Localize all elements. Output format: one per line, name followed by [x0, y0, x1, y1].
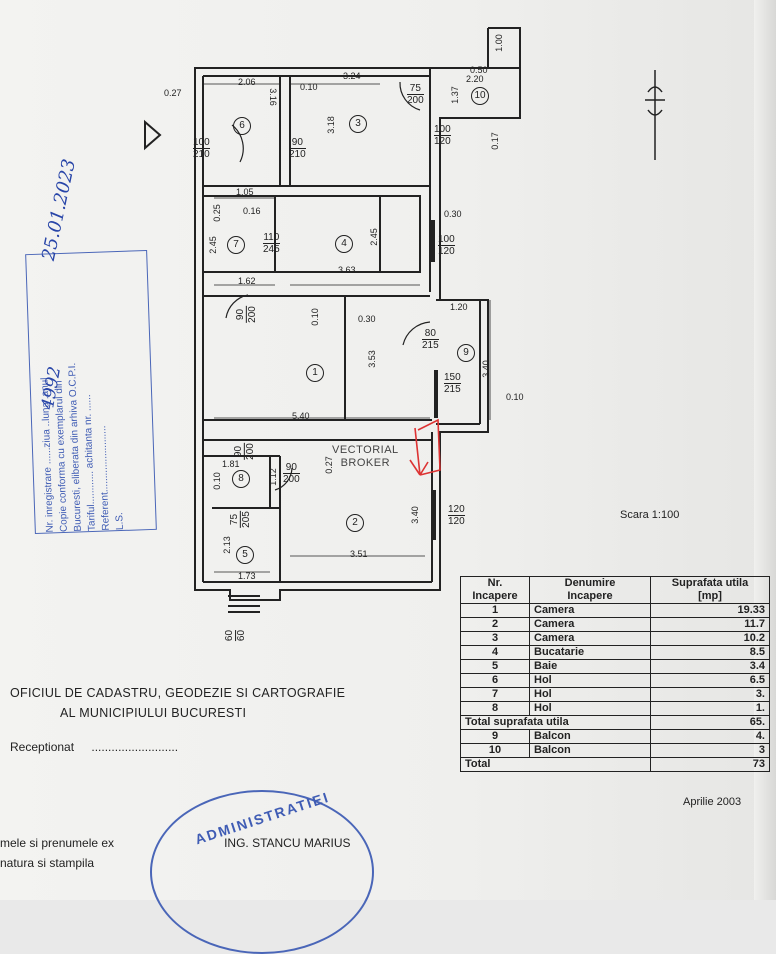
dim-label: 0.25: [211, 204, 222, 222]
room-2-marker: 2: [346, 514, 364, 532]
dim-label: 5.40: [292, 411, 310, 421]
room-6-marker: 6: [233, 117, 251, 135]
dim-label: 3.24: [343, 71, 361, 81]
dim-label: 1.20: [450, 302, 468, 312]
room-area-table: Nr. Incapere Denumire Incapere Suprafata…: [460, 576, 770, 772]
room-7-marker: 7: [227, 236, 245, 254]
dim-label: 1.73: [238, 571, 256, 581]
dim-label: 0.10: [309, 308, 320, 326]
dim-label: 0.30: [444, 209, 462, 219]
dim-label: 2.06: [238, 77, 256, 87]
room-9-marker: 9: [457, 344, 475, 362]
watermark: VECTORIAL BROKER: [332, 444, 399, 469]
dim-label: 0.30: [358, 314, 376, 324]
received-line: Receptionat ..........................: [10, 740, 179, 754]
dim-label: 3.18: [325, 116, 336, 134]
dim-label: 0.50: [470, 65, 488, 75]
room-5-marker: 5: [236, 546, 254, 564]
dim-label: 3.51: [350, 549, 368, 559]
north-arrow-icon: [645, 70, 665, 160]
dim-label: 3.53: [366, 350, 377, 368]
dim-label: 3.40: [480, 360, 491, 378]
dim-label: 0.17: [489, 132, 500, 150]
dim-label: 3.63: [338, 265, 356, 275]
dim-label: 2.45: [368, 228, 379, 246]
dim-label: 3.16: [267, 88, 278, 106]
room-8-marker: 8: [232, 470, 250, 488]
dim-label: 1.05: [236, 187, 254, 197]
dim-label: 1.62: [238, 276, 256, 286]
dim-label: 2.13: [221, 536, 232, 554]
dim-label: 0.10: [211, 472, 222, 490]
dim-label: 1.81: [222, 459, 240, 469]
room-1-marker: 1: [306, 364, 324, 382]
dim-label: 0.10: [506, 392, 524, 402]
outer-wall: [194, 67, 521, 601]
document-date: Aprilie 2003: [683, 796, 742, 808]
room-3-marker: 3: [349, 115, 367, 133]
dim-label: 1.00: [493, 34, 504, 52]
dim-label: 3.40: [409, 506, 420, 524]
round-stamp: ADMINISTRATIEI: [150, 789, 374, 954]
dim-label: 1.12: [267, 468, 278, 486]
dim-label: 1.37: [449, 86, 460, 104]
dim-label: 2.45: [207, 236, 218, 254]
dim-label: 2.20: [466, 74, 484, 84]
table-header: Nr. Incapere Denumire Incapere Suprafata…: [460, 576, 770, 604]
entry-arrow-icon: [409, 418, 441, 476]
dim-label: 0.10: [300, 82, 318, 92]
office-header: OFICIUL DE CADASTRU, GEODEZIE SI CARTOGR…: [10, 686, 346, 720]
dim-label: 0.16: [243, 206, 261, 216]
room-4-marker: 4: [335, 235, 353, 253]
scale-label: Scara 1:100: [620, 509, 680, 521]
entry-triangle-icon: [144, 119, 162, 151]
floor-plan-drawing: [144, 27, 665, 613]
room-10-marker: 10: [471, 87, 489, 105]
dim-label: 0.27: [164, 88, 182, 98]
